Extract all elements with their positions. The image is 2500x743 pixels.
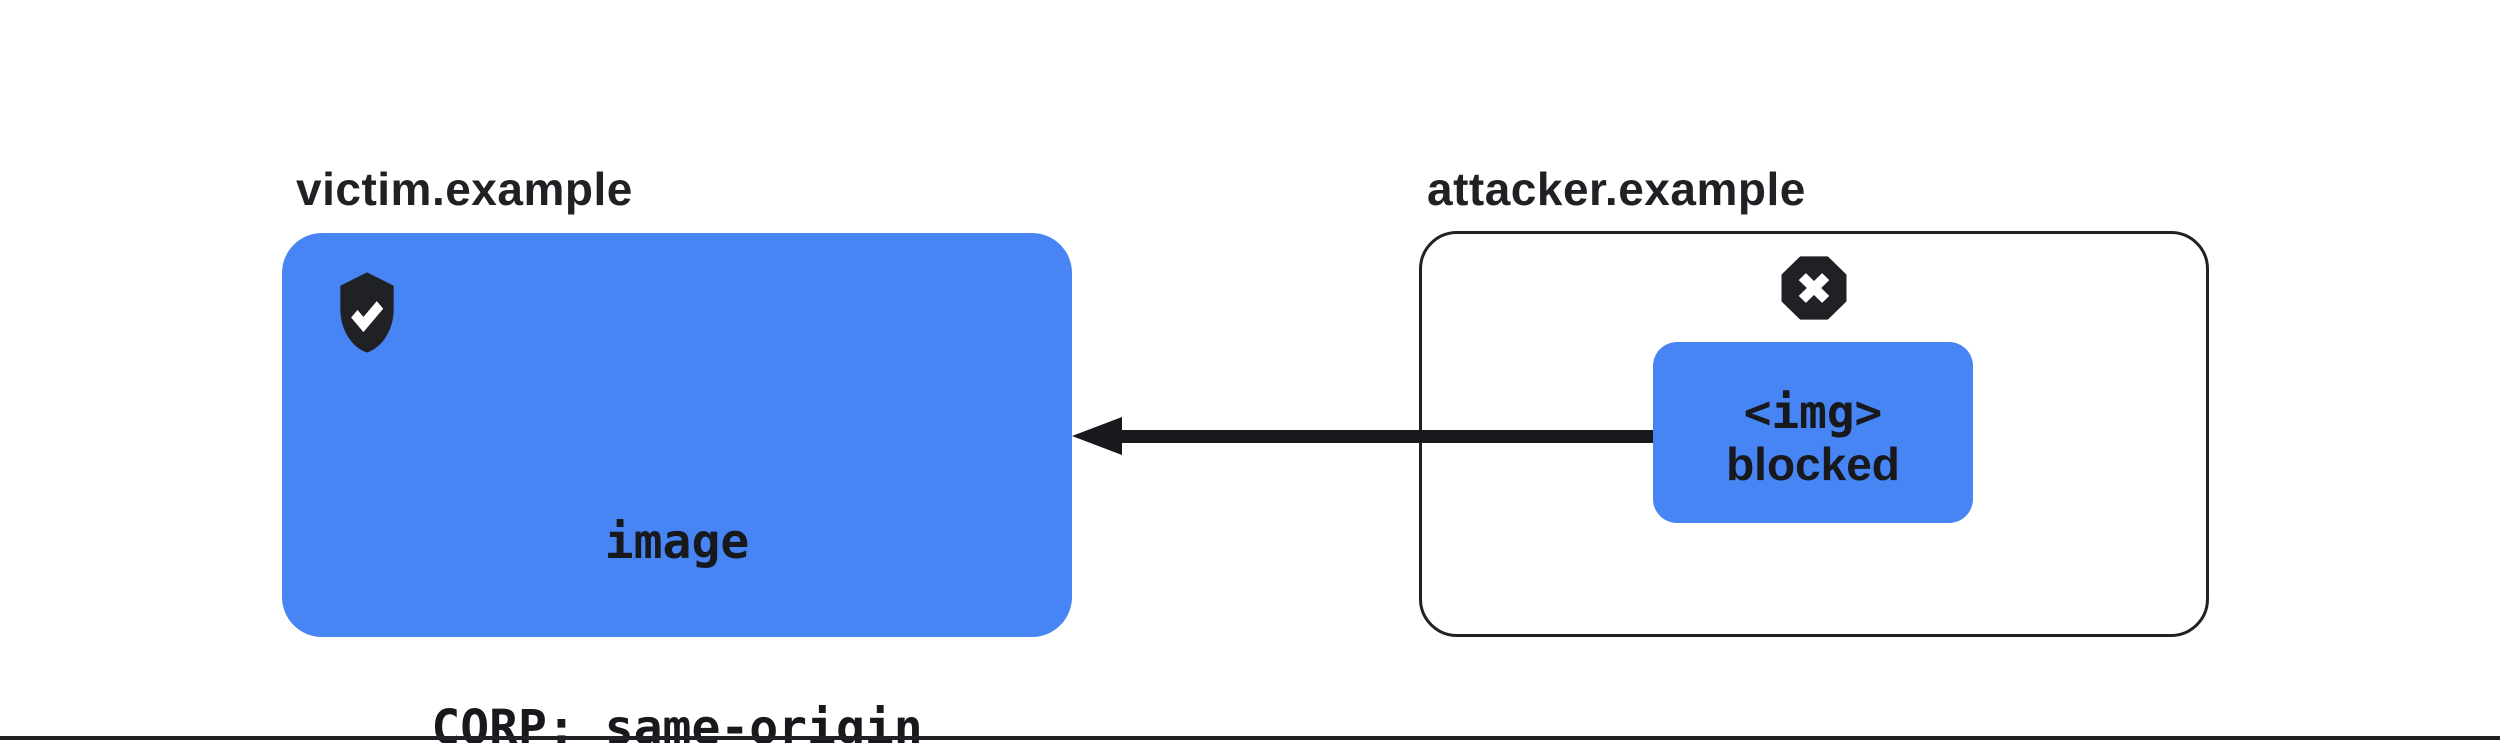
corp-header-value: CORP: same-origin — [431, 700, 923, 743]
blocked-img-chip: <img> blocked — [1653, 342, 1973, 523]
bottom-divider — [0, 736, 2500, 740]
blocked-text: blocked — [1726, 438, 1900, 490]
octagon-x-icon — [1775, 250, 1853, 326]
victim-resource-box: image CORP: same-origin — [282, 233, 1072, 743]
arrow-shaft — [1120, 430, 1653, 443]
shield-check-icon — [328, 267, 406, 359]
victim-origin-label: victim.example — [296, 163, 633, 215]
img-tag-text: <img> — [1743, 385, 1883, 439]
arrow-head-icon — [1072, 417, 1122, 455]
resource-name: image — [604, 514, 750, 570]
victim-resource-text: image CORP: same-origin — [282, 387, 1072, 743]
attacker-origin-label: attacker.example — [1427, 163, 1806, 215]
